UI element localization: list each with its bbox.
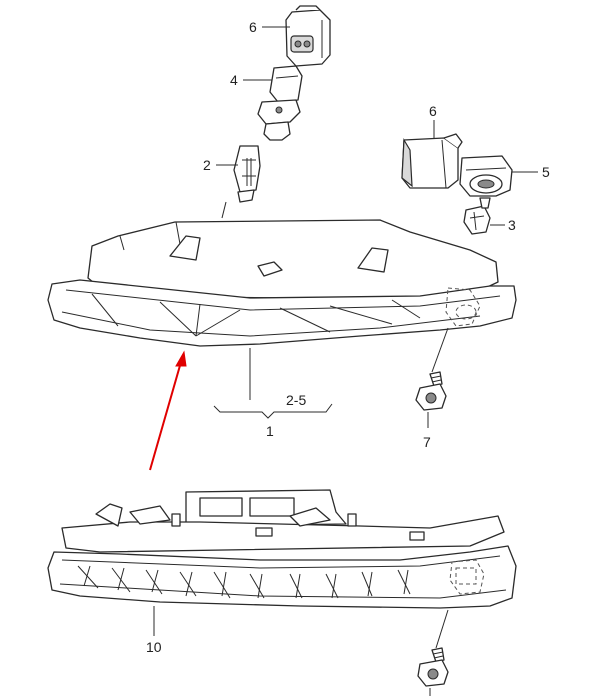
callout-7: 7 bbox=[423, 434, 431, 450]
bulb-2 bbox=[233, 145, 261, 203]
bulb-3 bbox=[463, 197, 491, 235]
screw-lower bbox=[417, 647, 449, 687]
screw-7 bbox=[415, 371, 447, 411]
direction-arrow bbox=[149, 350, 187, 471]
connector-6-top bbox=[285, 5, 331, 67]
socket-4 bbox=[257, 65, 303, 141]
callout-1: 1 bbox=[266, 423, 274, 439]
leader-2-stem bbox=[221, 201, 227, 219]
assembly-10 bbox=[47, 489, 517, 609]
callout-2: 2 bbox=[203, 157, 211, 173]
leader-1-bracket bbox=[213, 403, 333, 419]
callout-6-right: 6 bbox=[429, 103, 437, 119]
leader-10-screw bbox=[435, 609, 449, 649]
callout-5: 5 bbox=[542, 164, 550, 180]
housing-1 bbox=[47, 219, 517, 347]
socket-5 bbox=[459, 155, 513, 197]
callout-4: 4 bbox=[230, 72, 238, 88]
callout-2-5: 2-5 bbox=[286, 392, 306, 408]
callout-10: 10 bbox=[146, 639, 162, 655]
callout-3: 3 bbox=[508, 217, 516, 233]
callout-6-top: 6 bbox=[249, 19, 257, 35]
leader-7 bbox=[431, 327, 449, 373]
connector-6-right bbox=[401, 133, 463, 189]
